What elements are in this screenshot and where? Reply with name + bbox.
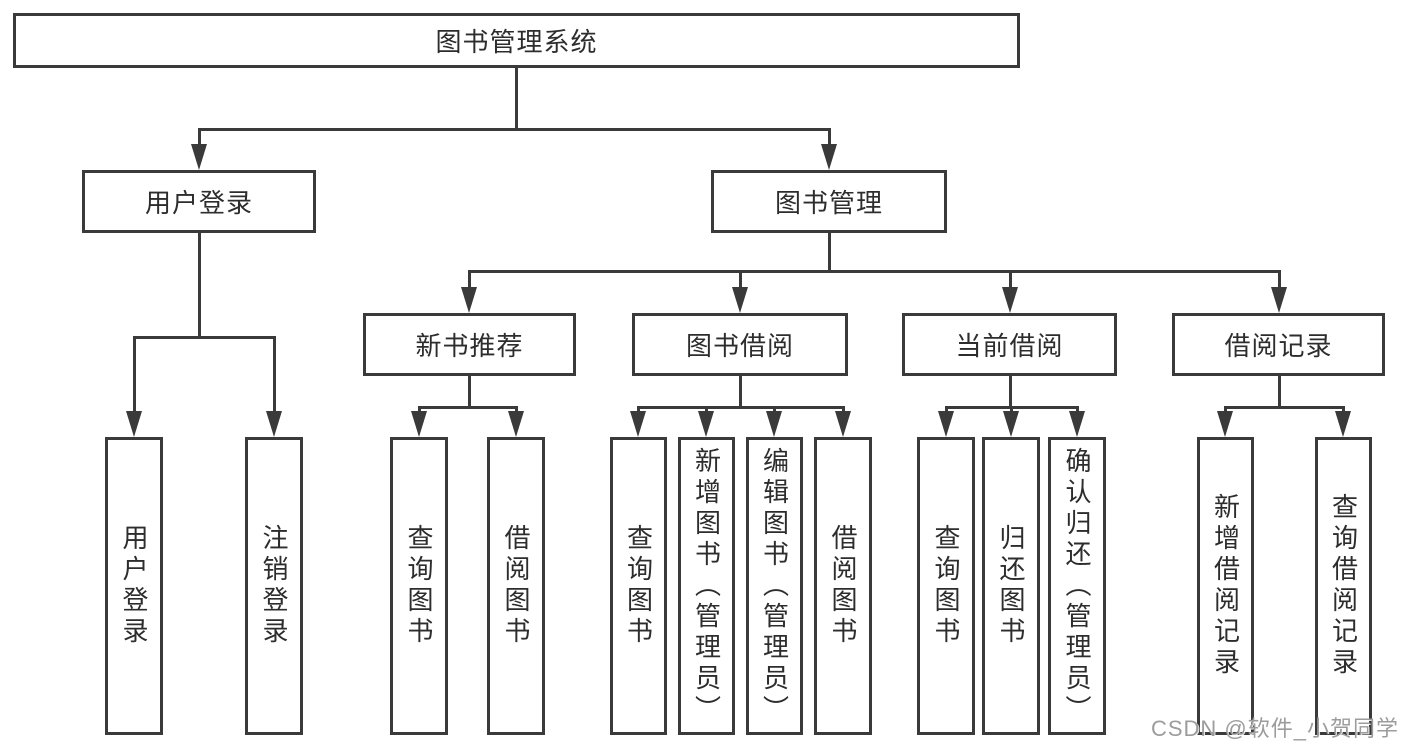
connector-root-rail — [198, 128, 831, 131]
connector-drop-user-login — [198, 128, 201, 148]
csdn-watermark: CSDN @软件_小贺同学 — [1150, 716, 1399, 741]
arrowhead-borrow-books — [835, 411, 851, 437]
arrowhead-recommend — [461, 287, 477, 313]
arrowhead-query-borrow — [630, 411, 646, 437]
connector-current-stub — [1009, 376, 1012, 406]
connector-borrow-rail — [637, 406, 845, 409]
arrowhead-leaf-user-login — [126, 411, 142, 437]
connector-drop-records — [1278, 270, 1281, 292]
leaf-return-book: 归还图书 — [982, 437, 1040, 735]
arrowhead-leaf-logout — [266, 411, 282, 437]
leaf-borrow-books: 借阅图书 — [814, 437, 872, 735]
leaf-user-login: 用户登录 — [105, 437, 163, 735]
arrowhead-book-management — [821, 144, 837, 170]
connector-records-stub — [1278, 376, 1281, 406]
leaf-query-borrow-record: 查询借阅记录 — [1315, 437, 1372, 735]
arrowhead-confirm-return — [1069, 411, 1085, 437]
arrowhead-query-current — [938, 411, 954, 437]
connector-recommend-rail — [418, 406, 518, 409]
connector-mgmt-rail — [468, 270, 1281, 273]
connector-drop-borrow — [739, 270, 742, 292]
arrowhead-add-record — [1217, 411, 1233, 437]
arrowhead-query-record — [1335, 411, 1351, 437]
leaf-query-books-current: 查询图书 — [917, 437, 975, 735]
connector-drop-leaf-logout — [273, 336, 276, 414]
arrowhead-records — [1271, 287, 1287, 313]
arrowhead-return-book — [1003, 411, 1019, 437]
arrowhead-user-login — [191, 144, 207, 170]
connector-drop-leaf-user-login — [133, 336, 136, 414]
node-borrow-records: 借阅记录 — [1172, 313, 1385, 376]
leaf-add-book-admin: 新增图书（管理员） — [678, 437, 735, 735]
node-new-book-recommend: 新书推荐 — [363, 313, 576, 376]
connector-borrow-stub — [739, 376, 742, 406]
leaf-query-books-borrow: 查询图书 — [610, 437, 667, 735]
arrowhead-query-recommend — [411, 411, 427, 437]
connector-drop-current — [1009, 270, 1012, 292]
leaf-add-borrow-record: 新增借阅记录 — [1197, 437, 1254, 735]
leaf-logout: 注销登录 — [245, 437, 303, 735]
node-book-management: 图书管理 — [711, 170, 947, 233]
connector-root-stub — [515, 68, 518, 128]
node-book-borrow: 图书借阅 — [632, 313, 848, 376]
leaf-borrow-books-recommend: 借阅图书 — [487, 437, 545, 735]
leaf-edit-book-admin: 编辑图书（管理员） — [746, 437, 803, 735]
node-root: 图书管理系统 — [13, 13, 1020, 68]
connector-login-stub — [198, 233, 201, 336]
arrowhead-borrow — [732, 287, 748, 313]
connector-records-rail — [1224, 406, 1345, 409]
connector-recommend-stub — [468, 376, 471, 406]
node-user-login: 用户登录 — [82, 170, 316, 233]
connector-mgmt-stub — [828, 233, 831, 270]
leaf-confirm-return-admin: 确认归还（管理员） — [1048, 437, 1106, 735]
arrowhead-current — [1002, 287, 1018, 313]
connector-drop-book-management — [828, 128, 831, 148]
arrowhead-add-book — [698, 411, 714, 437]
leaf-query-books-recommend: 查询图书 — [390, 437, 448, 735]
arrowhead-borrow-recommend — [508, 411, 524, 437]
node-current-borrow: 当前借阅 — [902, 313, 1117, 376]
connector-login-rail — [133, 336, 276, 339]
arrowhead-edit-book — [766, 411, 782, 437]
connector-drop-recommend — [468, 270, 471, 292]
